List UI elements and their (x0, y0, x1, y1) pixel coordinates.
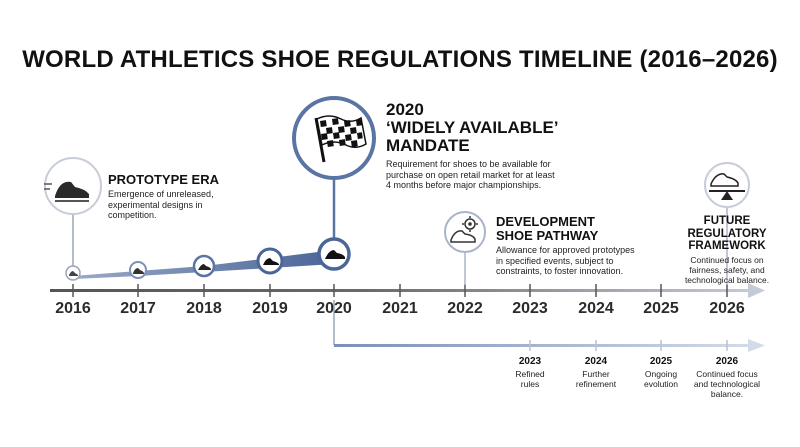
year-2024: 2024 (578, 300, 614, 317)
shoe-gear-icon (444, 211, 486, 253)
circle-2018 (192, 254, 216, 278)
shoe-balance-icon (704, 162, 750, 208)
circle-2017 (129, 261, 147, 279)
mandate-desc: Requirement for shoes to be available fo… (386, 159, 555, 190)
year-2022: 2022 (447, 300, 483, 317)
mandate-title: 2020 ‘WIDELY AVAILABLE’ MANDATE (386, 100, 559, 155)
development-desc: Allowance for approved prototypes in spe… (496, 245, 635, 276)
lower-text-2025: Ongoing evolution (643, 369, 679, 389)
prototype-era-title: PROTOTYPE ERA (108, 172, 220, 187)
year-2023: 2023 (512, 300, 548, 317)
year-2016: 2016 (55, 300, 91, 317)
year-2026: 2026 (709, 300, 745, 317)
year-2017: 2017 (120, 300, 156, 317)
year-2021: 2021 (382, 300, 418, 317)
circle-2019 (256, 247, 284, 275)
mandate-block: 2020 ‘WIDELY AVAILABLE’ MANDATE Requirem… (386, 101, 606, 191)
lower-text-2023: Refined rules (515, 369, 545, 389)
lower-year-2025: 2025 (649, 356, 673, 367)
lower-ticks (529, 340, 728, 351)
lower-year-2023: 2023 (518, 356, 542, 367)
lower-year-2024: 2024 (584, 356, 608, 367)
circle-2020 (317, 237, 351, 271)
prototype-era-block: PROTOTYPE ERA Emergence of unreleased, e… (108, 172, 248, 221)
main-axis-arrowhead (748, 283, 765, 298)
prototype-era-desc: Emergence of unreleased, experimental de… (108, 189, 214, 220)
year-2020: 2020 (316, 300, 352, 317)
development-block: DEVELOPMENT SHOE PATHWAY Allowance for a… (496, 215, 656, 277)
page-title: WORLD ATHLETICS SHOE REGULATIONS TIMELIN… (22, 46, 778, 73)
lower-axis (334, 344, 748, 347)
lower-text-2026: Continued focus and technological balanc… (693, 369, 761, 399)
development-title: DEVELOPMENT SHOE PATHWAY (496, 214, 599, 243)
checkered-flag-icon (292, 96, 376, 180)
year-2018: 2018 (186, 300, 222, 317)
future-title: FUTURE REGULATORY FRAMEWORK (687, 215, 767, 252)
year-2025: 2025 (643, 300, 679, 317)
axis-ticks (72, 284, 728, 297)
future-desc: Continued focus on fairness, safety, and… (684, 254, 770, 285)
year-2019: 2019 (252, 300, 288, 317)
lower-year-2026: 2026 (715, 356, 739, 367)
lower-text-2024: Further refinement (575, 369, 617, 389)
lower-axis-arrowhead (748, 339, 765, 352)
running-shoe-icon (44, 157, 102, 215)
future-block: FUTURE REGULATORY FRAMEWORK Continued fo… (672, 215, 782, 285)
circle-2016 (65, 265, 81, 281)
